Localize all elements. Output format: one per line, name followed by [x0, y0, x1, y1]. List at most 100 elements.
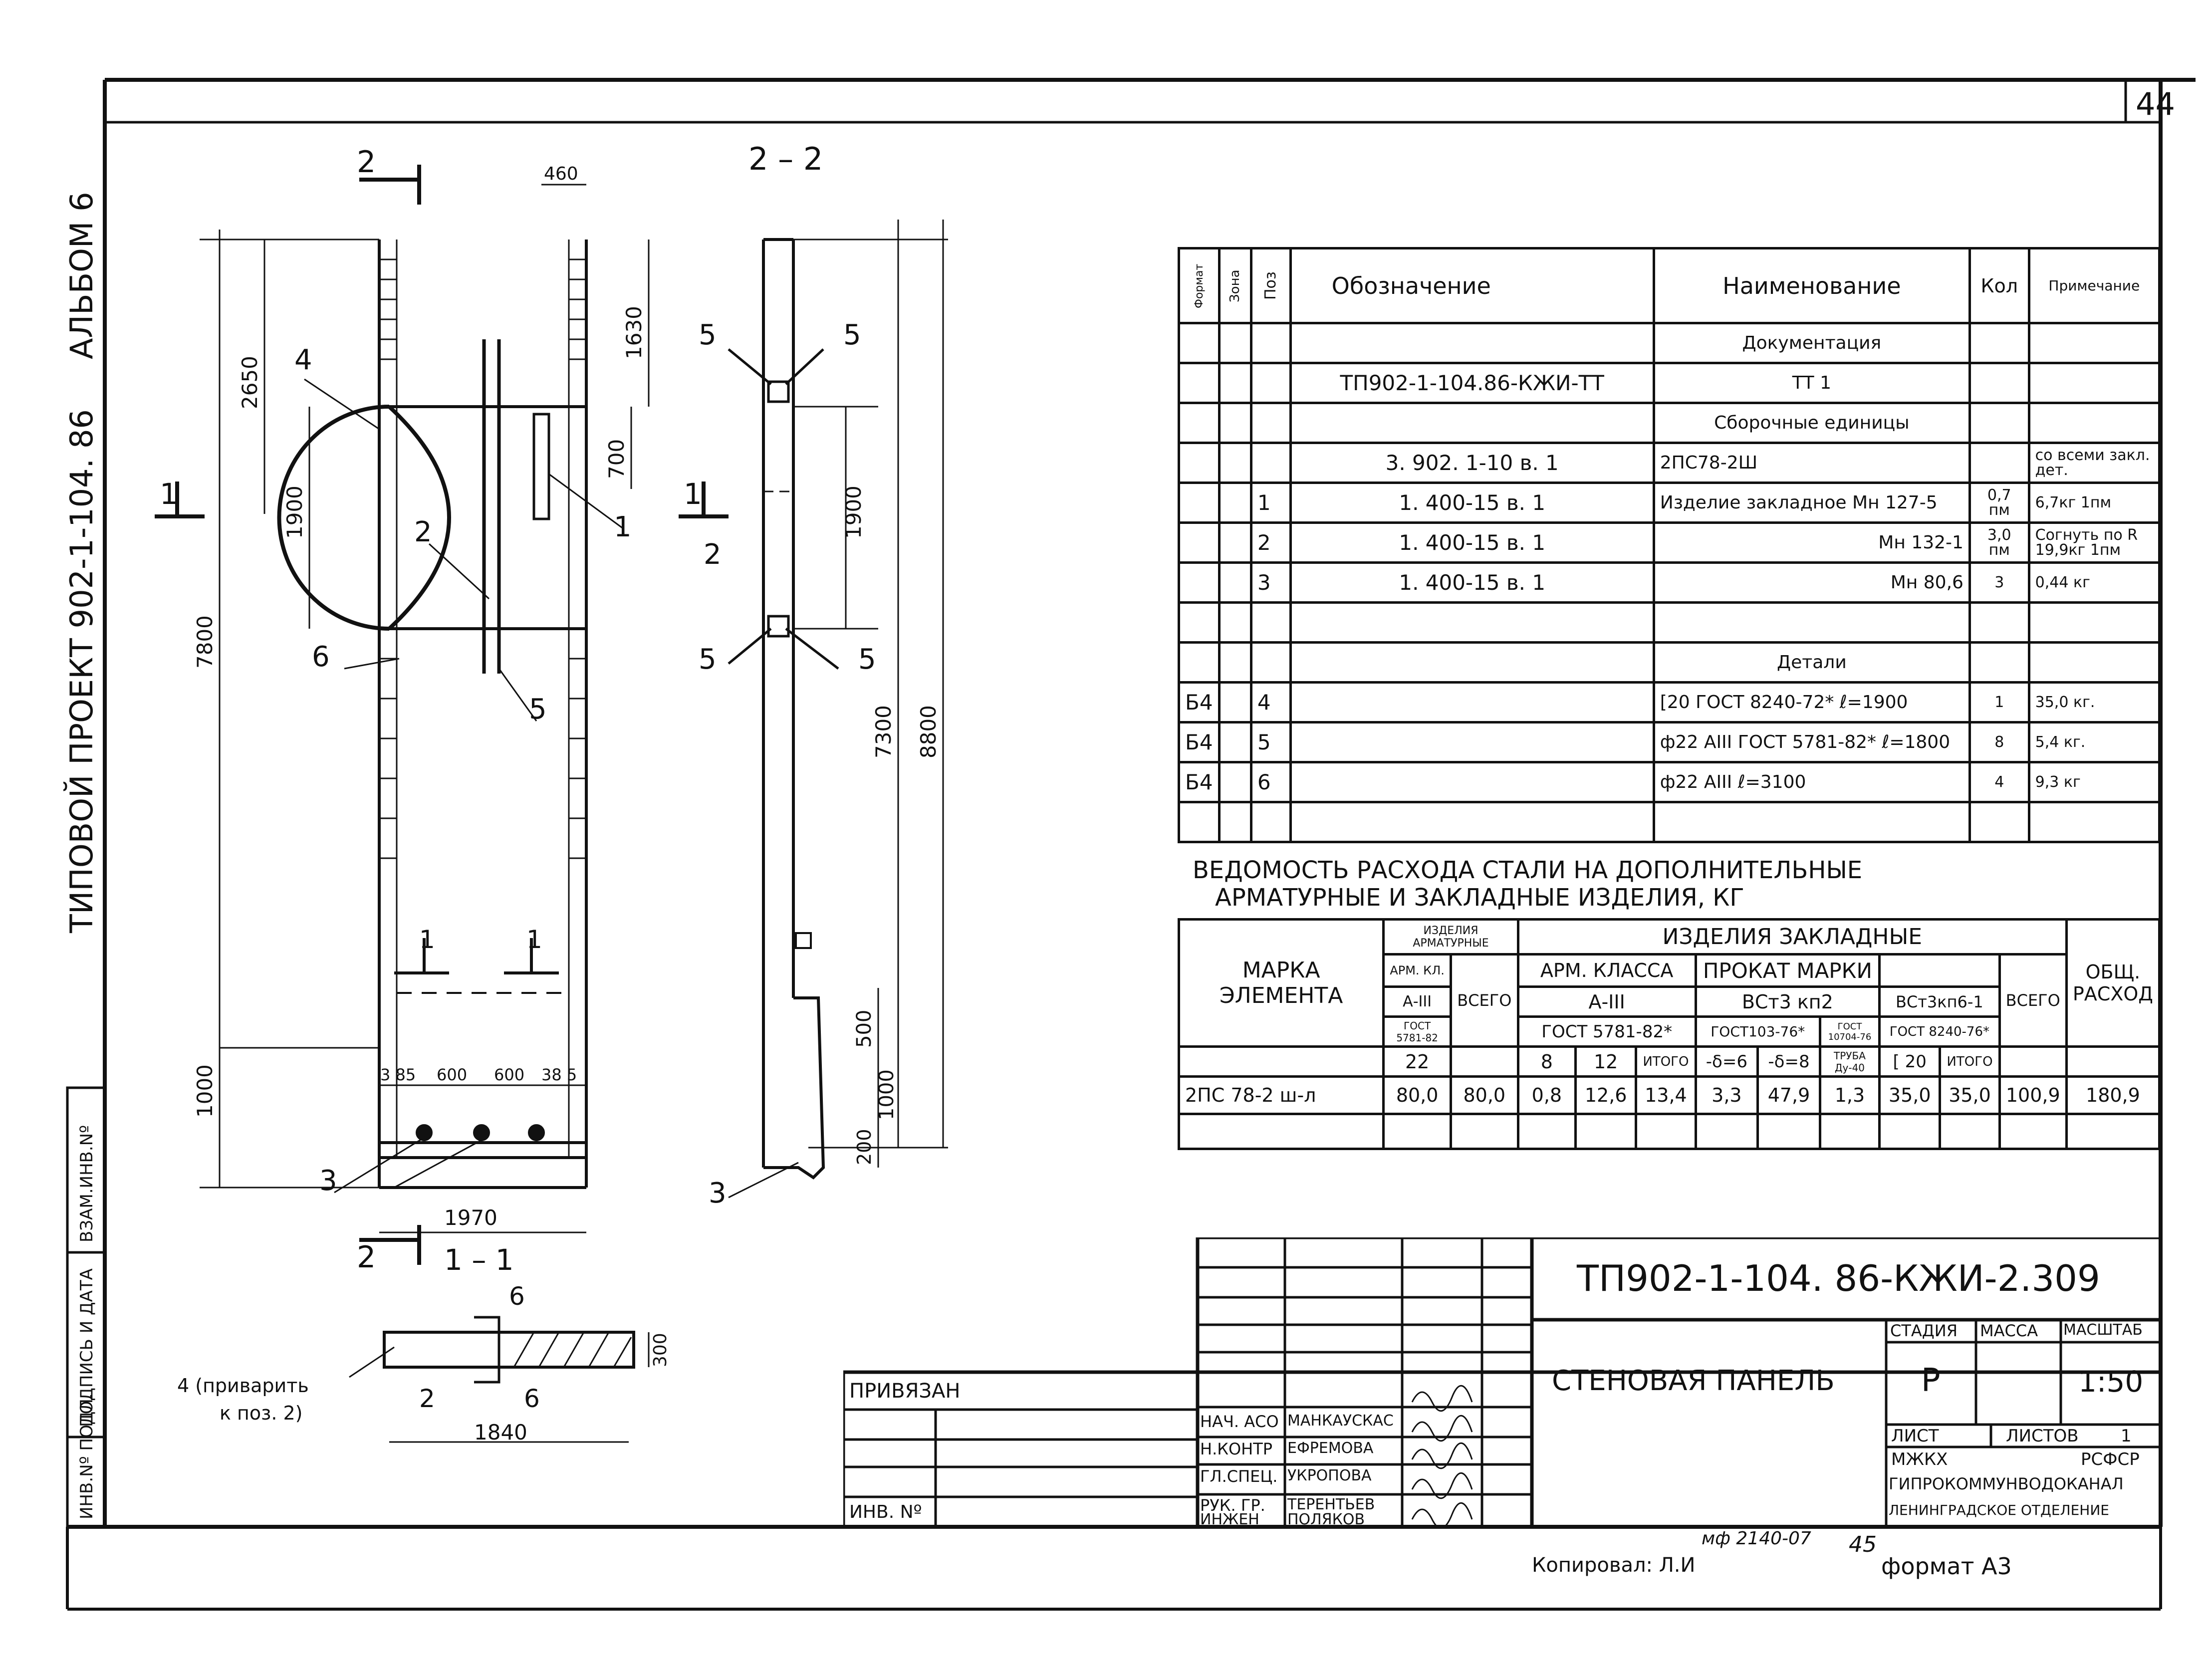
spec-cell-des: ТП902-1-104.86-КЖИ-ТТ: [1289, 362, 1655, 404]
spec-cell-pos: [1249, 641, 1292, 684]
stage-value: Р: [1921, 1362, 1941, 1399]
steel-cell: 1,3: [1818, 1075, 1881, 1115]
spec-cell-des: [1289, 322, 1655, 364]
dim: 8800: [916, 705, 941, 758]
steel-title-2: АРМАТУРНЫЕ И ЗАКЛАДНЫЕ ИЗДЕЛИЯ, КГ: [1215, 884, 1744, 912]
org-branch: ЛЕНИНГРАДСКОЕ ОТДЕЛЕНИЕ: [1889, 1502, 2109, 1518]
spec-cell-zone: [1218, 521, 1252, 564]
spec-cell-pos: 5: [1249, 721, 1292, 763]
callout: 5: [529, 693, 547, 725]
album-label: АЛЬБОМ 6: [63, 192, 100, 359]
small-mark: 1: [526, 925, 542, 954]
org-ministry: МЖКХ: [1891, 1449, 1948, 1469]
spec-cell-name: ТТ 1: [1652, 362, 1971, 404]
section-1-1-title: 1 – 1: [444, 1243, 514, 1277]
spec-cell-name: Документация: [1652, 322, 1971, 364]
person-name: ЕФРЕМОВА: [1287, 1440, 1374, 1457]
spec-cell-note: [2027, 362, 2161, 404]
dim: 1900: [282, 485, 307, 539]
drawing-code: ТП902-1-104. 86-КЖИ-2.309: [1577, 1257, 2100, 1299]
spec-cell-pos: [1249, 362, 1292, 404]
spec-cell-fmt: [1178, 442, 1221, 484]
spec-cell-note: 9,3 кг: [2027, 761, 2161, 803]
weld-note: к поз. 2): [220, 1402, 303, 1424]
spec-cell-zone: [1218, 322, 1252, 364]
mf-number: мф 2140-07: [1702, 1528, 1811, 1549]
spec-cell-qty: 3: [1968, 561, 2030, 604]
h-zakl: ИЗДЕЛИЯ ЗАКЛАДНЫЕ: [1516, 918, 2068, 956]
spec-cell-qty: [1968, 801, 2030, 843]
dim: 1000: [193, 1064, 217, 1118]
steel-table: МАРКА ЭЛЕМЕНТА ИЗДЕЛИЯ АРМАТУРНЫЕ ИЗДЕЛИ…: [1177, 918, 2161, 1150]
spec-cell-name: ф22 АIII ГОСТ 5781-82* ℓ=1800: [1652, 721, 1971, 763]
spec-cell-zone: [1218, 561, 1252, 604]
spec-cell-qty: [1968, 641, 2030, 684]
h-d8: -δ=8: [1756, 1045, 1821, 1078]
person-name: ТЕРЕНТЬЕВ: [1287, 1496, 1375, 1513]
spec-cell-name: Мн 132-1: [1652, 521, 1971, 564]
spec-cell-des: 1. 400-15 в. 1: [1289, 521, 1655, 564]
callout: 6: [524, 1384, 540, 1413]
spec-cell-des: [1289, 801, 1655, 843]
spec-cell-zone: [1218, 601, 1252, 644]
callout: 6: [312, 641, 330, 673]
h-aiii2: А-III: [1516, 985, 1697, 1018]
org-republic: РСФСР: [2081, 1449, 2140, 1469]
spec-cell-qty: [1968, 402, 2030, 444]
steel-cell: 100,9: [1998, 1075, 2068, 1115]
steel-cell: 180,9: [2065, 1075, 2161, 1115]
weld-note: 4 (приварить: [177, 1375, 309, 1397]
spec-cell-note: [2027, 801, 2161, 843]
spec-cell-qty: 1: [1968, 681, 2030, 723]
spec-cell-fmt: Б4: [1178, 721, 1221, 763]
spec-cell-des: [1289, 761, 1655, 803]
spec-cell-zone: [1218, 721, 1252, 763]
spec-cell-note: 6,7кг 1пм: [2027, 481, 2161, 524]
spec-cell-pos: [1249, 322, 1292, 364]
h-itogo2: ИТОГО: [1939, 1045, 2001, 1078]
spec-cell-name: [1652, 601, 1971, 644]
format-label: формат А3: [1881, 1553, 2012, 1580]
copy-number: 45: [1849, 1532, 1877, 1557]
h-mark: МАРКА ЭЛЕМЕНТА: [1177, 918, 1385, 1048]
spec-cell-note: [2027, 322, 2161, 364]
spec-cell-fmt: [1178, 601, 1221, 644]
spec-cell-zone: [1218, 681, 1252, 723]
small-mark: 1: [419, 925, 435, 954]
spec-cell-fmt: [1178, 521, 1221, 564]
spec-cell-fmt: [1178, 481, 1221, 524]
spec-cell-qty: 8: [1968, 721, 2030, 763]
page-number: 44: [2136, 86, 2175, 122]
h-12: 12: [1574, 1045, 1638, 1078]
spec-cell-name: Изделие закладное Мн 127-5: [1652, 481, 1971, 524]
org-institute: ГИПРОКОММУНВОДОКАНАЛ: [1889, 1474, 2124, 1493]
steel-cell: 35,0: [1939, 1075, 2001, 1115]
spec-cell-name: Сборочные единицы: [1652, 402, 1971, 444]
col-name: Наименование: [1652, 247, 1971, 324]
project-label: ТИПОВОЙ ПРОЕКТ 902-1-104. 86: [63, 409, 100, 934]
spec-cell-fmt: [1178, 362, 1221, 404]
privyazan-label: ПРИВЯЗАН: [849, 1380, 961, 1403]
spec-cell-des: 1. 400-15 в. 1: [1289, 561, 1655, 604]
spec-cell-pos: 3: [1249, 561, 1292, 604]
spec-cell-des: 3. 902. 1-10 в. 1: [1289, 442, 1655, 484]
table-row: [1178, 601, 2161, 644]
spec-cell-note: [2027, 641, 2161, 684]
spec-cell-qty: 4: [1968, 761, 2030, 803]
spec-cell-qty: 0,7 пм: [1968, 481, 2030, 524]
h-blank2: [1449, 1045, 1519, 1078]
spec-cell-des: [1289, 721, 1655, 763]
dim: 200: [853, 1129, 875, 1165]
spec-cell-pos: 6: [1249, 761, 1292, 803]
steel-cell: 12,6: [1574, 1075, 1638, 1115]
steel-cell: 3,3: [1694, 1075, 1759, 1115]
steel-cell: 35,0: [1878, 1075, 1942, 1115]
stamp-label-vzam: ВЗАМ.ИНВ.Nº: [77, 1125, 97, 1242]
spec-cell-pos: 2: [1249, 521, 1292, 564]
